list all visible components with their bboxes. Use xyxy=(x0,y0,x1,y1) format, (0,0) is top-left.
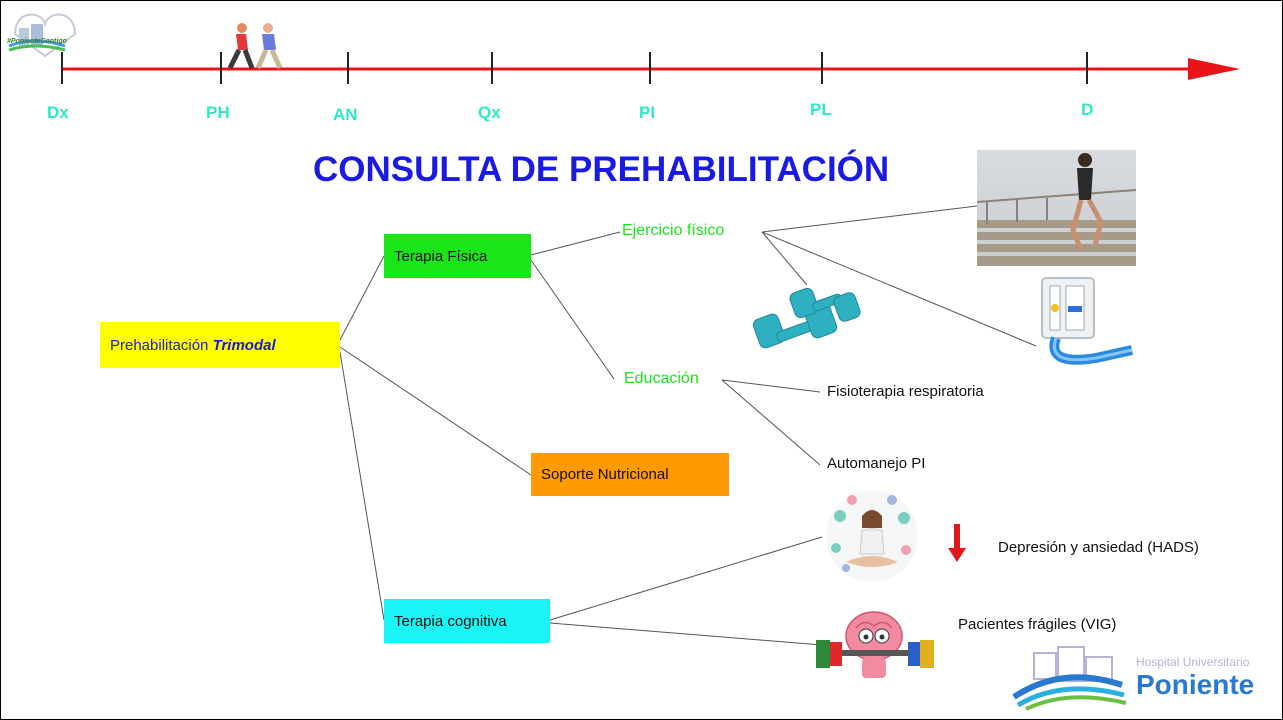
node-pacientes-fragiles: Pacientes frágiles (VIG) xyxy=(958,616,1117,633)
timeline-ticks xyxy=(61,52,1088,84)
timeline-label-pi: PI xyxy=(639,103,656,122)
stair-runner-photo xyxy=(977,150,1136,266)
meditation-icon xyxy=(822,488,922,586)
hospital-poniente-logo: Hospital Universitario Poniente xyxy=(1012,645,1277,711)
node-terapia-fisica: Terapia Física xyxy=(384,234,531,278)
hospital-logo-line2: Poniente xyxy=(1136,669,1255,700)
poniente-contigo-text: #PonienteContigo xyxy=(7,38,67,45)
brain-lifting-icon xyxy=(812,606,938,684)
timeline-label-ph: PH xyxy=(206,103,230,122)
node-root-prefix: Prehabilitación xyxy=(110,336,213,354)
timeline-label-dx: Dx xyxy=(47,103,69,122)
node-soporte-nutricional: Soporte Nutricional xyxy=(531,453,729,496)
dumbbells-icon xyxy=(750,282,862,356)
timeline-arrowhead xyxy=(1188,58,1240,80)
node-root-emph: Trimodal xyxy=(212,336,276,354)
timeline-label-an: AN xyxy=(333,105,358,124)
hospital-logo-line1: Hospital Universitario xyxy=(1136,655,1250,669)
node-automanejo-pi: Automanejo PI xyxy=(827,455,926,472)
node-prehabilitacion-trimodal: Prehabilitación Trimodal xyxy=(100,322,340,368)
page-title: CONSULTA DE PREHABILITACIÓN xyxy=(313,150,890,189)
node-educacion: Educación xyxy=(624,370,699,387)
node-ejercicio-fisico: Ejercicio físico xyxy=(622,222,725,239)
walking-people-icon xyxy=(222,22,294,72)
incentive-spirometer-icon xyxy=(1036,276,1136,370)
timeline-label-qx: Qx xyxy=(478,103,501,122)
timeline-label-d: D xyxy=(1081,100,1094,119)
red-down-arrow-icon xyxy=(945,522,969,564)
node-depresion-ansiedad: Depresión y ansiedad (HADS) xyxy=(998,539,1199,556)
timeline-label-pl: PL xyxy=(810,100,832,119)
node-fisioterapia-respiratoria: Fisioterapia respiratoria xyxy=(827,383,984,400)
poniente-contigo-logo: #PonienteContigo xyxy=(5,4,83,60)
node-terapia-cognitiva: Terapia cognitiva xyxy=(384,599,550,643)
